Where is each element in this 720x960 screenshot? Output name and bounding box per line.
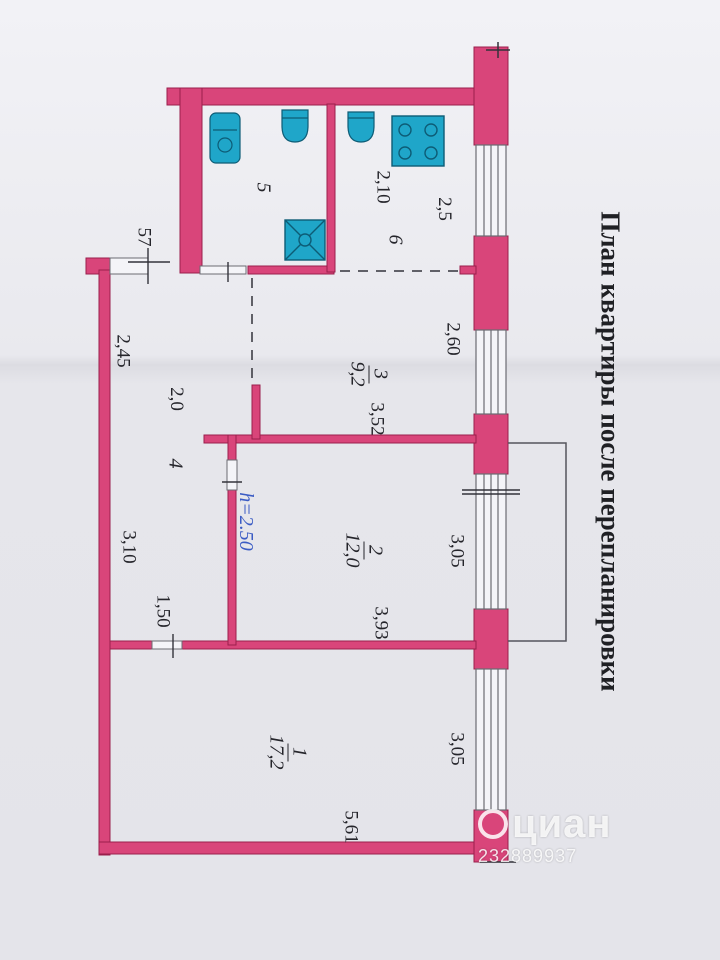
dim-1-50: 1,50 xyxy=(152,594,174,628)
wall-bath-6-bottom xyxy=(247,265,335,275)
room-1-area: 17,2 xyxy=(265,734,288,770)
sink-icon xyxy=(281,109,309,143)
dim-57: 57 xyxy=(133,227,155,247)
wall-partition-2-3 xyxy=(203,434,477,444)
door-ticks xyxy=(462,42,520,863)
dim-2-10: 2,10 xyxy=(372,170,394,204)
room-6-number: 6 xyxy=(384,234,407,245)
ceiling-height: h=2.50 xyxy=(234,492,257,551)
toilet-icon xyxy=(209,112,241,164)
dim-3-05-b: 3,05 xyxy=(446,732,468,766)
watermark: циан 232889937 xyxy=(478,804,612,867)
wall-pier-1 xyxy=(473,46,509,146)
wall-left-main xyxy=(98,269,111,856)
dim-2-45: 2,45 xyxy=(112,334,134,368)
dim-2-5: 2,5 xyxy=(433,197,455,221)
windows xyxy=(475,144,507,811)
bathtub-icon xyxy=(347,111,375,143)
room-3-area: 9,2 xyxy=(346,361,369,387)
room-2-label: 2 12,0 xyxy=(341,532,387,568)
dim-3-10: 3,10 xyxy=(118,530,140,564)
wall-partition-2-4 xyxy=(227,434,237,646)
door-openings xyxy=(109,257,247,650)
dim-2-60: 2,60 xyxy=(442,322,464,356)
room-2-number: 2 xyxy=(363,541,387,559)
shower-tray-icon xyxy=(284,219,326,261)
room-4-number: 4 xyxy=(164,458,187,469)
watermark-brand: циан xyxy=(512,802,612,846)
room-2-area: 12,0 xyxy=(341,532,364,568)
brand-logo-icon xyxy=(478,809,508,839)
balcony-outline xyxy=(508,442,567,642)
room-5-number: 5 xyxy=(252,182,275,193)
wall-pier-2 xyxy=(473,235,509,331)
wall-left-bath xyxy=(179,87,203,274)
removed-walls xyxy=(251,270,460,384)
wall-kitchen-stub xyxy=(459,265,477,275)
plan-title-wrap: План квартиры после перепланировки xyxy=(570,120,650,780)
wall-top-bath xyxy=(166,87,483,106)
wall-bath-5-6 xyxy=(326,103,336,273)
room-1-number: 1 xyxy=(287,743,311,761)
wall-corridor-stub xyxy=(251,384,261,440)
plan-title: План квартиры после перепланировки xyxy=(595,211,626,692)
wall-pier-4 xyxy=(473,608,509,670)
dim-3-93: 3,93 xyxy=(370,606,392,640)
wall-bottom xyxy=(98,841,483,855)
dim-3-52: 3,52 xyxy=(366,402,388,436)
stove-icon xyxy=(391,115,445,167)
wall-partition-1-2 xyxy=(109,640,477,650)
wall-pier-3 xyxy=(473,413,509,475)
dim-2-0: 2,0 xyxy=(165,387,187,411)
dim-5-61: 5,61 xyxy=(340,810,362,844)
walls xyxy=(85,46,509,863)
room-3-number: 3 xyxy=(368,365,392,383)
watermark-listing-id: 232889937 xyxy=(478,846,578,866)
room-1-label: 1 17,2 xyxy=(265,734,311,770)
dim-3-05-a: 3,05 xyxy=(446,534,468,568)
room-3-label: 3 9,2 xyxy=(346,361,392,387)
